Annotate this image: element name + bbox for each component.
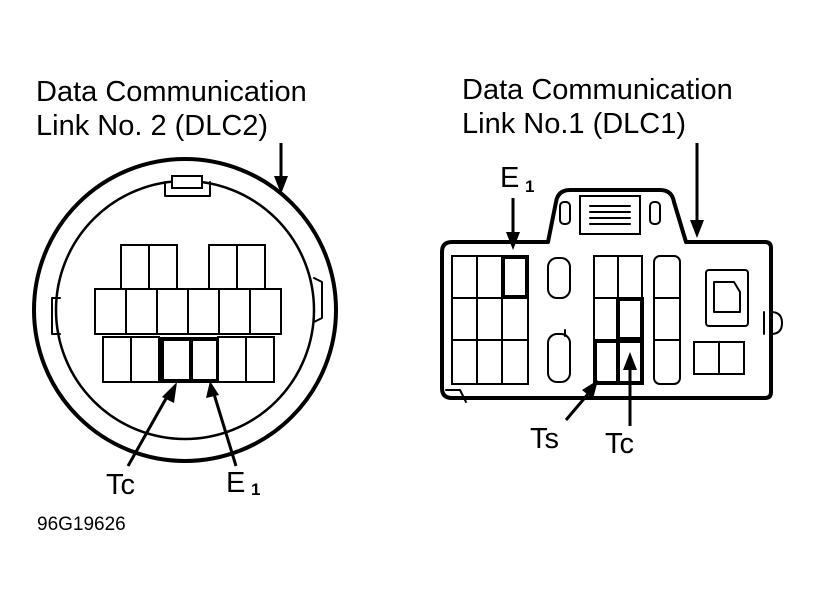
dlc2-top-latch (164, 175, 211, 197)
dlc1-top-latch (559, 195, 661, 235)
dlc2-e1-label: E (226, 467, 245, 499)
dlc2-right-key (313, 277, 323, 323)
dlc2-e1-arrow (206, 381, 238, 467)
dlc2-callout-arrow (274, 143, 288, 194)
dlc2-left-key (51, 297, 61, 335)
dlc1-slot-upper (547, 257, 571, 299)
dlc1-socket (705, 269, 749, 327)
dlc1-title-line2: Link No.1 (DLC1) (462, 108, 686, 140)
dlc1-tc-arrow (623, 352, 637, 426)
dlc1-e1-subscript: 1 (525, 177, 534, 196)
dlc1-slot-lower (547, 333, 571, 383)
dlc2-e1-subscript: 1 (251, 480, 260, 499)
dlc2-tc-terminal (160, 337, 193, 383)
dlc1-ts-arrow (564, 380, 598, 421)
dlc1-left-block (451, 255, 529, 385)
dlc1-e1-label: E (500, 162, 519, 194)
dlc1-callout-arrow (690, 143, 704, 238)
dlc2-tc-label: Tc (106, 469, 135, 501)
dlc1-housing (440, 188, 773, 400)
dlc1-ts-terminal (593, 339, 620, 385)
dlc2-title-line1: Data Communication (36, 76, 307, 108)
dlc2-terminal-block (94, 244, 282, 383)
dlc1-right-column (653, 255, 681, 385)
dlc2-e1-terminal (189, 337, 220, 383)
dlc1-ts-label: Ts (530, 423, 559, 455)
dlc2-connector: Data Communication Link No. 2 (DLC2) (32, 76, 338, 501)
dlc1-right-nub (763, 311, 783, 335)
dlc1-e1-arrow (506, 198, 520, 250)
figure-code: 96G19626 (37, 514, 126, 535)
dlc1-title-line1: Data Communication (462, 74, 733, 106)
dlc1-tc-label: Tc (605, 428, 634, 460)
dlc2-tc-arrow (126, 382, 177, 467)
dlc1-e1-terminal (501, 255, 529, 299)
dlc1-small-pair (693, 341, 745, 375)
dlc1-bottom-bevel (445, 389, 467, 403)
dlc2-title-line2: Link No. 2 (DLC2) (36, 110, 268, 142)
dlc1-connector: Data Communication Link No.1 (DLC1) (440, 74, 783, 460)
